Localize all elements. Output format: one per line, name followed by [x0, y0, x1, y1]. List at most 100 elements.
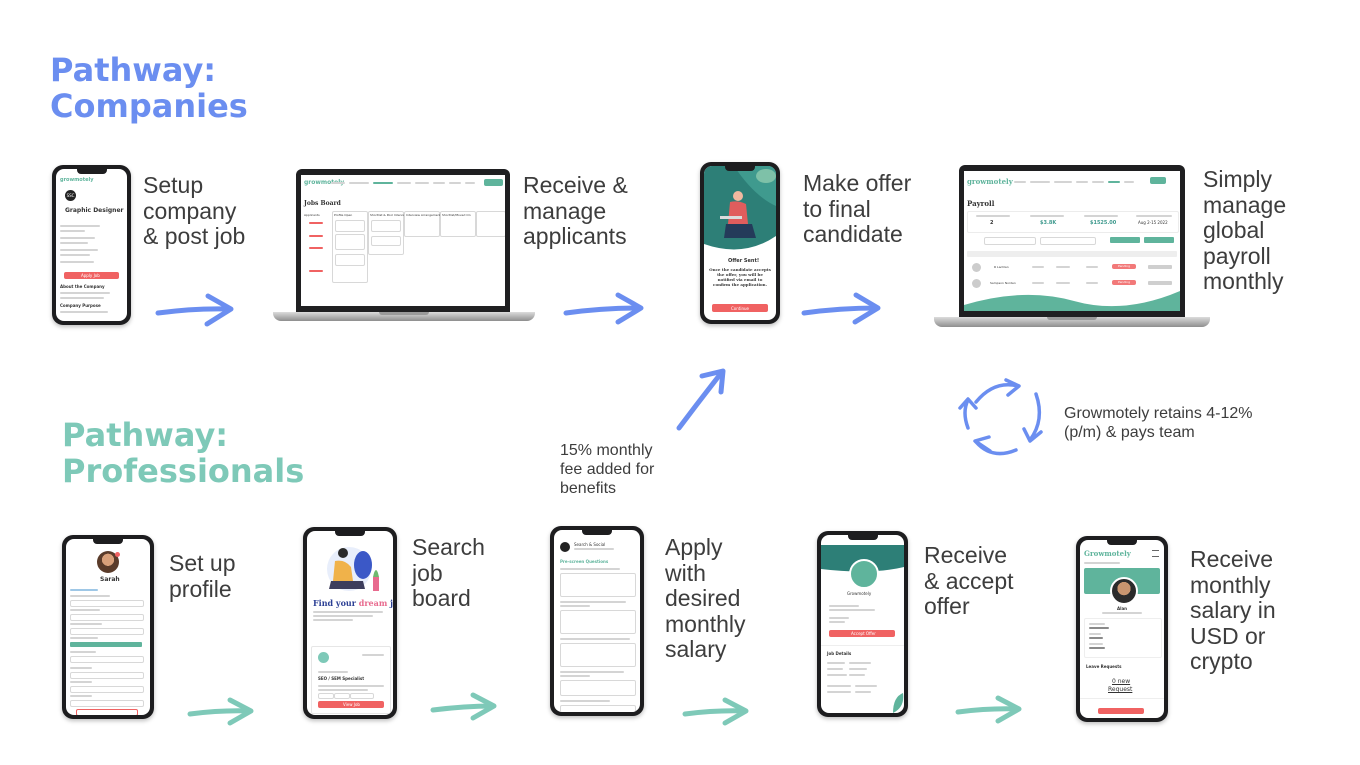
brand-label: Growmotely — [1084, 549, 1131, 558]
step-line: manage — [523, 197, 607, 224]
job-title: Graphic Designer — [65, 207, 124, 214]
step-receive-applicants: Receive & manage applicants — [523, 172, 628, 250]
apply-company: Search & Social — [574, 542, 606, 547]
heading-line: Companies — [50, 87, 248, 125]
heading-word: Find your — [313, 598, 356, 608]
step-setup-company: Setup company & post job — [143, 172, 246, 250]
salary-field[interactable] — [560, 705, 636, 712]
step-line: manage — [1203, 191, 1287, 218]
continue-label: Continue — [731, 306, 749, 311]
answer-field[interactable] — [560, 680, 636, 696]
companies-pathway-heading: Pathway: Companies — [50, 52, 248, 124]
step-line: Setup — [143, 172, 204, 198]
job-board-laptop: growmotely Jobs Board Applicants Profile… — [296, 169, 510, 312]
step-line: candidate — [803, 221, 903, 247]
brand-label: growmotely — [60, 177, 94, 183]
step-apply: Apply with desired monthly salary — [665, 534, 746, 663]
job-card[interactable]: SEO / SEM Specialist View Job — [311, 646, 391, 714]
prescreen-heading: Pre-screen Questions — [560, 559, 609, 564]
profile-screen: Sarah — [66, 539, 150, 715]
job-details-heading: Job Details — [827, 651, 852, 656]
step-line: board — [412, 585, 471, 611]
dream-job-heading: Find your dream job — [313, 598, 393, 608]
offer-sent-screen: Offer Sent! Once the candidate accepts t… — [704, 166, 776, 320]
step-line: monthly — [1190, 571, 1271, 598]
employee-name: R Lachlan — [994, 265, 1009, 269]
apply-job-label: Apply Job — [81, 273, 100, 278]
diagonal-arrow-icon — [676, 368, 726, 431]
menu-icon[interactable] — [1152, 550, 1159, 557]
payroll-stats: 2 $3.8K $1525.00 Aug 2-15 2022 — [967, 211, 1179, 233]
post-job-button[interactable] — [484, 179, 503, 186]
offer-sent-phone: Offer Sent! Once the candidate accepts t… — [700, 162, 780, 324]
step-line: to final — [803, 195, 871, 222]
stat-value: Aug 2-15 2022 — [1138, 220, 1168, 225]
status-badge: Pending — [1112, 264, 1136, 269]
accept-offer-button[interactable]: Accept Offer — [829, 630, 895, 637]
answer-field[interactable] — [560, 643, 636, 667]
right-arrow-icon — [801, 292, 881, 325]
leave-count[interactable]: 0 new — [1112, 678, 1131, 685]
employee-name: Sampson Norden — [990, 281, 1016, 285]
offer-illustration — [704, 166, 776, 250]
step-line: Receive — [1190, 546, 1274, 572]
step-line: Search — [412, 534, 485, 560]
step-line: job — [412, 559, 443, 586]
brand-label: growmotely — [304, 179, 345, 186]
job-search-screen: Find your dream job SEO / SEM Specialist… — [307, 531, 393, 715]
job-post-screen: growmotely SSC Graphic Designer Apply Jo… — [56, 169, 127, 321]
kanban-column: Interview Arrangements — [404, 211, 442, 237]
payroll-wave — [964, 291, 1180, 311]
company-purpose-label: Company Purpose — [60, 303, 101, 308]
step-line: & post job — [143, 223, 246, 249]
kanban-column: Shortlist & Pool Interviews — [368, 211, 409, 255]
note-line: Growmotely retains 4-12% — [1064, 405, 1253, 422]
apply-phone: Search & Social Pre-screen Questions — [550, 526, 644, 716]
step-line: Set up — [169, 550, 236, 576]
view-job-label: View Job — [343, 702, 360, 707]
heading-line: Pathway: — [62, 416, 229, 454]
payroll-action-button[interactable] — [1110, 237, 1140, 243]
profile-phone: Sarah — [62, 535, 154, 719]
heading-line: Pathway: — [50, 51, 217, 89]
step-receive-salary: Receive monthly salary in USD or crypto — [1190, 546, 1276, 675]
job-board-screen: growmotely Jobs Board Applicants Profile… — [301, 175, 505, 306]
step-line: with — [665, 559, 706, 586]
heading-word: job — [390, 598, 393, 608]
step-line: monthly — [1203, 268, 1284, 294]
step-line: USD or — [1190, 622, 1266, 649]
leave-requests-heading: Leave Requests — [1086, 664, 1122, 669]
answer-field[interactable] — [560, 610, 636, 634]
laptop-base — [934, 317, 1210, 327]
payroll-action-button[interactable] — [1144, 237, 1174, 243]
kanban-column-0: Applicants — [304, 213, 320, 217]
step-line: & accept — [924, 567, 1014, 594]
offer-company: Growmotely — [847, 591, 872, 596]
leave-request-button[interactable] — [1098, 708, 1144, 714]
payroll-laptop: growmotely Payroll 2 $3.8K $1525.00 Aug … — [959, 165, 1185, 317]
apply-job-button[interactable]: Apply Job — [64, 272, 119, 279]
leave-request-link[interactable]: Request — [1108, 686, 1133, 693]
step-search-job-board: Search job board — [412, 534, 485, 612]
professionals-pathway-heading: Pathway: Professionals — [62, 417, 304, 489]
answer-field[interactable] — [560, 573, 636, 597]
job-card-title: SEO / SEM Specialist — [318, 676, 365, 681]
step-line: applicants — [523, 223, 627, 249]
right-arrow-icon — [155, 293, 234, 327]
stat-value: $3.8K — [1040, 220, 1057, 226]
stat-value: 2 — [990, 220, 994, 226]
step-line: Make offer — [803, 170, 912, 196]
post-job-button[interactable] — [1150, 177, 1166, 184]
leaf-decoration — [893, 693, 904, 713]
salary-screen: Growmotely Alan Leave Requests 0 new Req… — [1080, 540, 1164, 718]
note-line: (p/m) & pays team — [1064, 424, 1195, 441]
about-company-label: About the Company — [60, 284, 105, 289]
dream-job-illustration — [327, 547, 379, 591]
continue-button[interactable]: Continue — [712, 304, 768, 312]
kanban-column: Profile Open — [332, 211, 368, 283]
view-job-button[interactable]: View Job — [318, 701, 384, 708]
job-post-phone: growmotely SSC Graphic Designer Apply Jo… — [52, 165, 131, 325]
offer-screen: Growmotely Accept Offer Job Details — [821, 535, 904, 713]
note-line: 15% monthly — [560, 442, 653, 459]
